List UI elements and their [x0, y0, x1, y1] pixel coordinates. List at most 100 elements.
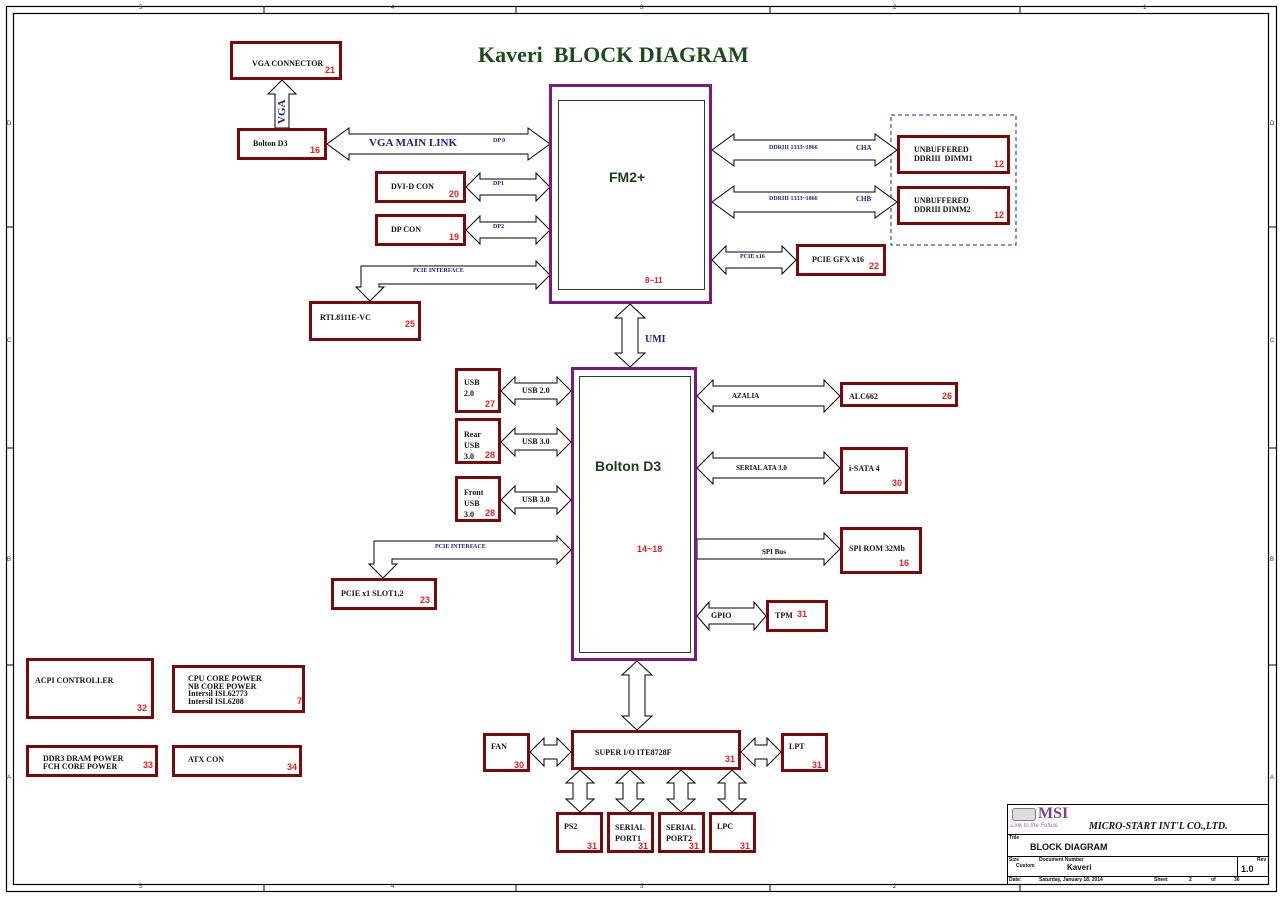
page-ref: 12 [994, 210, 1005, 220]
signal-umi: UMI [645, 334, 666, 345]
date-label: Date: [1009, 877, 1022, 883]
block-label: Front USB 3.0 [464, 488, 484, 519]
rev-label: Rev [1257, 857, 1267, 863]
page-ref: 30 [892, 478, 903, 488]
acpi-controller-block[interactable]: ACPI CONTROLLER 32 [26, 658, 154, 719]
tpm-block[interactable]: TPM 31 [766, 600, 828, 632]
document-number-label: Document Number [1039, 857, 1084, 863]
page-ref: 26 [942, 391, 953, 401]
zone-col-label: 1 [1143, 5, 1147, 11]
sheet-label: Sheet [1154, 877, 1168, 883]
block-label: USB 2.0 [464, 378, 480, 398]
cpu-fm2plus-block[interactable]: FM2+ 8~11 [549, 84, 712, 304]
block-label: PS2 [564, 822, 578, 831]
zone-row-label: A [1270, 775, 1275, 781]
page-ref: 20 [449, 189, 460, 199]
ddr3-dram-power-block[interactable]: DDR3 DRAM POWER FCH CORE POWER 33 [26, 745, 158, 777]
page-ref: 34 [287, 762, 298, 772]
page-ref: 31 [587, 841, 598, 851]
zone-col-label: 4 [391, 884, 395, 890]
block-label: SUPER I/O ITE8728F [595, 748, 672, 757]
spi-rom-block[interactable]: SPI ROM 32Mb 16 [840, 527, 922, 574]
page-ref: 23 [420, 595, 431, 605]
page-ref: 31 [797, 609, 808, 619]
block-label: DDR3 DRAM POWER FCH CORE POWER [43, 754, 124, 771]
atx-con-block[interactable]: ATX CON 34 [172, 745, 302, 777]
rtl8111e-vc-block[interactable]: RTL8111E-VC 25 [309, 301, 421, 341]
block-label: DP CON [391, 225, 421, 234]
fch-inner-outline [579, 376, 691, 653]
usb20-block[interactable]: USB 2.0 27 [455, 368, 501, 413]
fan-arrow [529, 736, 572, 768]
block-label: LPC [717, 822, 733, 831]
page-ref: 19 [449, 232, 460, 242]
pcie-interface-fch-arrow [367, 534, 572, 579]
dp-con-block[interactable]: DP CON 19 [375, 214, 466, 246]
lpt-arrow [740, 736, 782, 768]
signal-pcie-interface-fch: PCIE INTERFACE [435, 544, 486, 550]
title-block: MSI Link to the Future MICRO-START INT'L… [1007, 804, 1269, 885]
block-label: UNBUFFERED DDRIII DIMM1 [914, 145, 973, 163]
signal-gpio: GPIO [711, 611, 732, 620]
diagram-title: Kaveri BLOCK DIAGRAM [478, 42, 749, 67]
msi-logo-text: MSI [1038, 805, 1069, 822]
pcie-x16-arrow [711, 244, 797, 276]
block-label: Bolton D3 [253, 139, 288, 148]
fan-block[interactable]: FAN 30 [483, 733, 530, 772]
signal-usb30-front: USB 3.0 [522, 495, 550, 504]
sheet-title: BLOCK DIAGRAM [1030, 842, 1108, 852]
page-ref: 22 [869, 261, 880, 271]
page-ref: 27 [485, 399, 496, 409]
signal-dp1: DP1 [493, 181, 504, 187]
umi-arrow [613, 303, 647, 368]
signal-pcie-x16: PCIE x16 [740, 254, 765, 260]
page-ref: 30 [514, 760, 525, 770]
page-ref: 32 [137, 703, 148, 713]
vga-connector-block[interactable]: VGA CONNECTOR 21 [230, 41, 342, 80]
block-label: SERIAL PORT2 [666, 823, 696, 843]
drawing-frame [5, 5, 1278, 893]
sheet-number: 2 [1189, 877, 1192, 883]
document-number: Kaveri [1067, 863, 1092, 872]
bolton-d3-vga-block[interactable]: Bolton D3 16 [237, 128, 327, 160]
serial-port2-block[interactable]: SERIAL PORT2 31 [658, 812, 705, 853]
rear-usb30-block[interactable]: Rear USB 3.0 28 [455, 418, 501, 464]
block-label: ACPI CONTROLLER [35, 676, 114, 685]
signal-cha: CHA [856, 144, 872, 152]
fch-bolton-d3-block[interactable]: Bolton D3 14~18 [571, 367, 697, 661]
pcie-gfx-x16-block[interactable]: PCIE GFX x16 22 [796, 244, 886, 276]
lpt-block[interactable]: LPT 31 [781, 733, 828, 772]
alc662-block[interactable]: ALC662 26 [840, 382, 958, 407]
cpu-core-power-block[interactable]: CPU CORE POWER NB CORE POWER Intersil IS… [172, 665, 305, 713]
dimm1-block[interactable]: UNBUFFERED DDRIII DIMM1 12 [897, 135, 1010, 174]
page-ref: 31 [725, 754, 736, 764]
spi-bus-arrow [696, 531, 841, 567]
page-ref: 31 [638, 841, 649, 851]
gpio-arrow [696, 600, 767, 632]
dimm2-block[interactable]: UNBUFFERED DDRIII DIMM2 12 [897, 186, 1010, 225]
front-usb30-block[interactable]: Front USB 3.0 28 [455, 476, 501, 522]
signal-ddr-cha: DDRIII 1333~1866 [769, 145, 818, 151]
super-io-block[interactable]: SUPER I/O ITE8728F 31 [571, 730, 741, 770]
dvi-d-con-block[interactable]: DVI-D CON 20 [375, 171, 466, 203]
block-label: SPI ROM 32Mb [849, 544, 905, 553]
page-ref: 12 [994, 159, 1005, 169]
isata-block[interactable]: i-SATA 4 30 [840, 447, 908, 494]
msi-logo-icon [1012, 808, 1036, 821]
pcie-x1-slot-block[interactable]: PCIE x1 SLOT1,2 23 [331, 578, 437, 610]
block-label: DVI-D CON [391, 182, 434, 191]
serial1-arrow [614, 769, 646, 813]
block-label: i-SATA 4 [849, 464, 880, 473]
ps2-block[interactable]: PS2 31 [556, 812, 603, 853]
zone-row-label: D [1270, 121, 1275, 127]
lpc-block[interactable]: LPC 31 [709, 812, 756, 853]
page-ref: 31 [812, 760, 823, 770]
signal-ddr-chb: DDRIII 1333~1866 [769, 196, 818, 202]
of-label: of [1211, 877, 1216, 883]
zone-row-label: D [7, 121, 12, 127]
zone-col-label: 4 [391, 5, 395, 11]
serial-port1-block[interactable]: SERIAL PORT1 31 [607, 812, 654, 853]
page-ref: 31 [740, 841, 751, 851]
signal-dp2: DP2 [493, 224, 504, 230]
